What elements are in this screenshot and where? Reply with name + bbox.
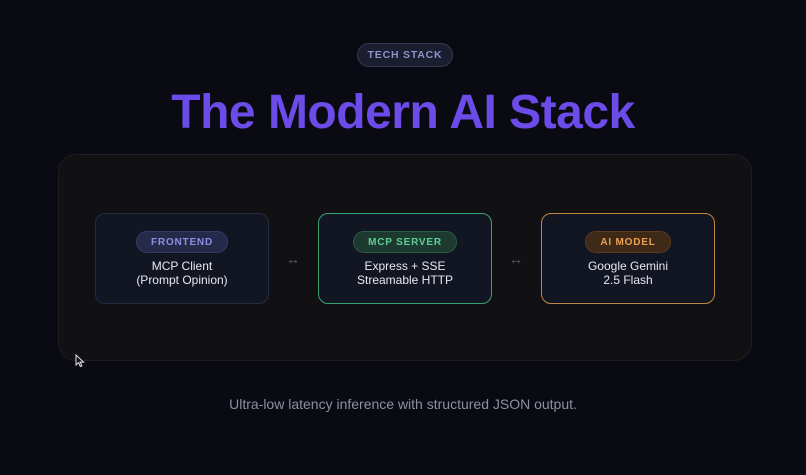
double-arrow-icon: ↔	[286, 251, 300, 267]
caption: Ultra-low latency inference with structu…	[229, 396, 577, 412]
frontend-card: FRONTEND MCP Client (Prompt Opinion)	[95, 213, 269, 304]
frontend-badge: FRONTEND	[136, 231, 228, 253]
mcp-server-line-1: Express + SSE	[364, 259, 446, 273]
ai-model-line-1: Google Gemini	[587, 259, 669, 273]
mcp-server-card: MCP SERVER Express + SSE Streamable HTTP	[318, 213, 492, 304]
section-tag: TECH STACK	[357, 43, 453, 67]
mcp-server-line-2: Streamable HTTP	[356, 273, 454, 287]
frontend-line-2: (Prompt Opinion)	[136, 273, 228, 287]
ai-model-line-2: 2.5 Flash	[603, 273, 653, 287]
double-arrow-icon: ↔	[509, 251, 523, 267]
page-title: The Modern AI Stack	[171, 86, 635, 139]
ai-model-badge: AI MODEL	[585, 231, 671, 253]
frontend-line-1: MCP Client	[151, 259, 213, 273]
mouse-cursor-icon	[75, 354, 85, 368]
ai-model-card: AI MODEL Google Gemini 2.5 Flash	[541, 213, 715, 304]
mcp-server-badge: MCP SERVER	[353, 231, 457, 253]
